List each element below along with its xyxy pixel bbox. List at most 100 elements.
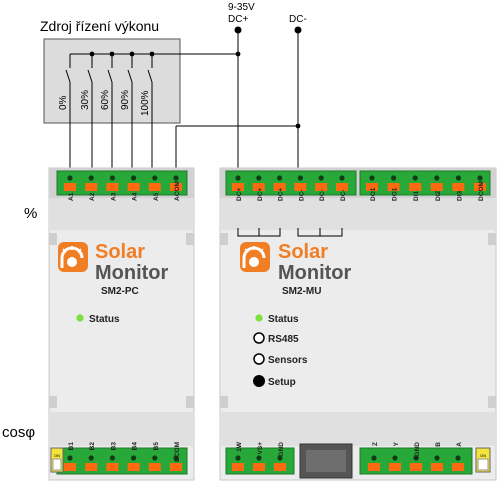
pc-bottom-terminal-label-3: B4 — [132, 442, 139, 451]
pc-top-screw-2 — [109, 175, 115, 181]
mu-bottom-a-terminal-0[interactable] — [232, 463, 244, 471]
mu-bottom-b-terminal-1[interactable] — [389, 463, 401, 471]
mu-top-b-terminal-label-2: DI1 — [413, 191, 420, 202]
pc-top-terminal-block — [56, 170, 188, 196]
mu-top-b-screw-3 — [434, 175, 440, 181]
mu-bottom-b-terminal-label-2: 4GND — [414, 442, 421, 460]
power-control-source: Zdroj řízení výkonu — [40, 18, 181, 172]
pc-label-band-top — [49, 198, 194, 230]
mu-top-b-terminal-label-5: DCOM — [478, 181, 485, 201]
voltage-label: 9-35V — [228, 2, 255, 13]
mu-bottom-b-screw-4 — [455, 455, 461, 461]
mu-top-b-terminal-0[interactable] — [366, 183, 378, 191]
pc-bottom-screw-3 — [131, 455, 137, 461]
pc-bottom-screw-2 — [109, 455, 115, 461]
mu-top-a-terminal-label-4: DC- — [319, 189, 326, 201]
pc-bottom-terminal-5[interactable] — [170, 463, 182, 471]
pc-bottom-terminal-4[interactable] — [148, 463, 161, 471]
mu-top-b-terminal-label-1: DO1 — [392, 187, 399, 201]
pc-model: SM2-PC — [101, 286, 139, 297]
power-dots — [234, 26, 302, 129]
pc-bottom-screw-5 — [173, 455, 179, 461]
mu-bottom-a-screw-1 — [256, 455, 262, 461]
mu-top-a-terminal-label-0: DC+ — [236, 188, 243, 201]
pc-top-screw-1 — [88, 175, 94, 181]
mu-top-a-terminal-label-2: DC+ — [278, 188, 285, 201]
mu-rs485-label: RS485 — [268, 334, 299, 345]
mu-model: SM2-MU — [282, 286, 321, 297]
mu-brand-solar: Solar — [278, 241, 328, 263]
mu-top-a-terminal-label-3: DC- — [298, 189, 305, 201]
mu-top-b-terminal-2[interactable] — [409, 183, 422, 191]
mu-bottom-a-terminal-2[interactable] — [274, 463, 286, 471]
pc-top-terminal-label-4: A5 — [153, 192, 160, 201]
mu-top-b-screw-5 — [477, 175, 483, 181]
pc-top-terminal-3[interactable] — [127, 183, 140, 191]
pc-bottom-terminal-label-0: B1 — [68, 442, 75, 451]
mu-notch-left-bot — [220, 396, 228, 408]
pc-status-label: Status — [89, 314, 120, 325]
pc-bottom-terminal-3[interactable] — [127, 463, 140, 471]
bus-dots — [89, 51, 155, 57]
pc-top-terminal-0[interactable] — [64, 183, 76, 191]
mu-on-switch-knob — [477, 458, 489, 471]
mu-sensors-label: Sensors — [268, 355, 308, 366]
mu-on-label: ON — [480, 453, 486, 458]
mu-top-b-terminal-3[interactable] — [430, 183, 443, 191]
mu-bottom-a-terminal-1[interactable] — [253, 463, 265, 471]
mu-top-a-terminal-3[interactable] — [294, 183, 307, 191]
mu-bottom-b-terminal-3[interactable] — [431, 463, 443, 471]
mu-top-b-terminal-4[interactable] — [452, 183, 465, 191]
mu-setup-button[interactable] — [253, 375, 265, 387]
mu-bottom-b-terminal-2[interactable] — [410, 463, 422, 471]
mu-label-band-bottom — [220, 412, 496, 446]
mu-bottom-b-terminal-4[interactable] — [452, 463, 464, 471]
percent-label: % — [24, 205, 37, 222]
mu-top-a-screw-3 — [297, 175, 303, 181]
mu-top-a-terminal-5[interactable] — [336, 183, 348, 191]
pc-notch-right-bot — [186, 396, 194, 408]
pc-top-terminal-2[interactable] — [106, 183, 119, 191]
pc-bottom-terminal-0[interactable] — [64, 463, 76, 471]
source-title: Zdroj řízení výkonu — [40, 18, 159, 34]
pc-bottom-terminal-1[interactable] — [85, 463, 98, 471]
pc-notch-left-bot — [49, 396, 57, 408]
mu-top-a-screw-4 — [318, 175, 324, 181]
mu-top-a-terminal-0[interactable] — [232, 183, 244, 191]
pc-top-terminal-label-0: A1 — [68, 192, 75, 201]
pc-top-terminal-label-1: A2 — [89, 192, 96, 201]
dc-bridge-brackets — [237, 228, 343, 237]
mu-top-a-terminal-2[interactable] — [273, 183, 286, 191]
mu-top-a-terminal-4[interactable] — [315, 183, 328, 191]
pc-on-label: ON — [54, 453, 60, 458]
pc-bottom-terminal-label-2: B3 — [110, 442, 117, 451]
mu-rs485-led — [253, 332, 265, 344]
dc-plus-label: DC+ — [228, 14, 248, 25]
mu-rj-connector-inner — [306, 450, 346, 472]
pc-on-switch-knob — [52, 458, 62, 471]
mu-top-a-screw-2 — [277, 175, 283, 181]
pc-bottom-terminal-label-5: BCOM — [174, 442, 181, 462]
mu-setup-label: Setup — [268, 377, 296, 388]
mu-top-b-screw-1 — [391, 175, 397, 181]
sun-logo-icon — [240, 242, 270, 272]
sun-logo-icon — [58, 242, 88, 272]
mu-notch-right-bot — [488, 396, 496, 408]
mu-top-b-terminal-1[interactable] — [387, 183, 400, 191]
pc-top-terminal-label-3: A4 — [132, 192, 139, 201]
mu-bottom-b-terminal-0[interactable] — [368, 463, 380, 471]
mu-top-b-screw-2 — [412, 175, 418, 181]
pc-top-terminal-1[interactable] — [85, 183, 98, 191]
pc-top-terminal-5[interactable] — [170, 183, 182, 191]
pc-bottom-terminal-2[interactable] — [106, 463, 119, 471]
switch-label-0: 0% — [58, 95, 69, 110]
pc-top-terminal-4[interactable] — [148, 183, 161, 191]
mu-top-terminal-block-b — [359, 170, 491, 196]
mu-notch-right-top — [488, 233, 496, 245]
mu-bottom-a-screw-0 — [235, 455, 241, 461]
mu-top-b-terminal-5[interactable] — [474, 183, 486, 191]
mu-sensors-led — [253, 353, 265, 365]
mu-top-a-terminal-1[interactable] — [252, 183, 265, 191]
